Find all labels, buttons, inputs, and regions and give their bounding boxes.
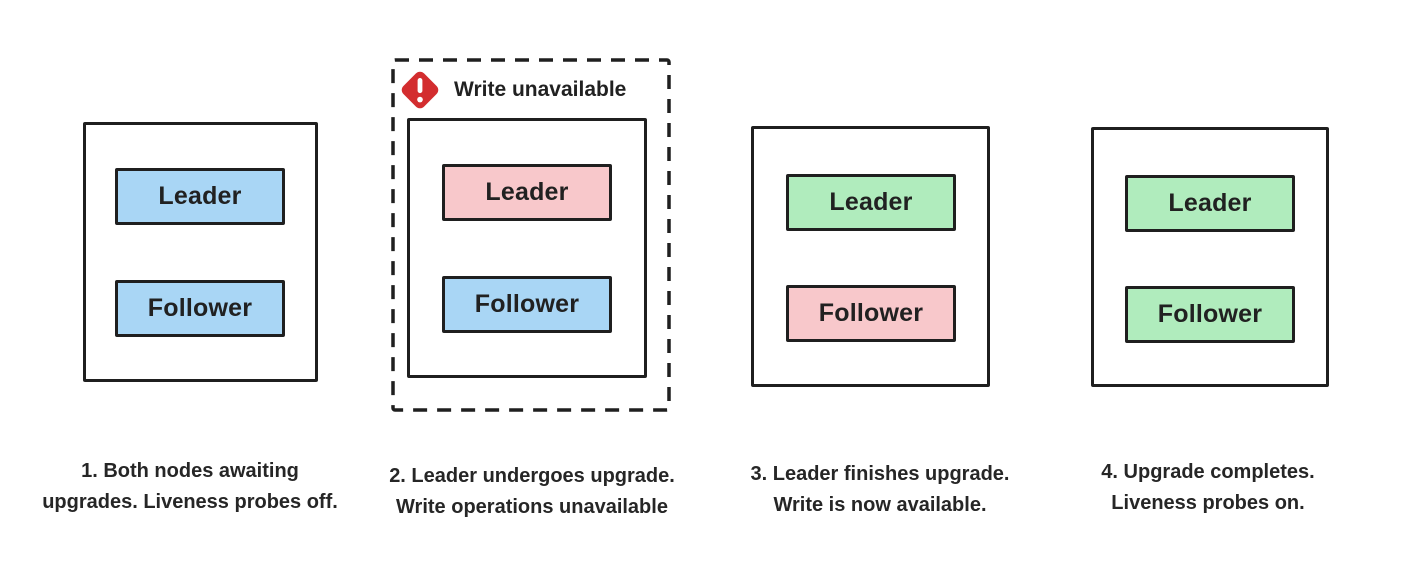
stage3-caption: 3. Leader finishes upgrade. Write is now… (730, 459, 1030, 521)
stage4-follower-node: Follower (1125, 286, 1295, 343)
stage1-caption-line1: 1. Both nodes awaiting (81, 460, 299, 482)
alert-label: Write unavailable (454, 78, 627, 101)
stage3-machine-box: Leader Follower (751, 126, 990, 387)
stage4-caption: 4. Upgrade completes. Liveness probes on… (1058, 457, 1358, 519)
warning-diamond-icon (401, 71, 439, 109)
stage3-follower-node: Follower (786, 285, 956, 342)
alert-row: Write unavailable (395, 65, 626, 115)
stage3-caption-line2: Write is now available. (773, 494, 987, 516)
stage1-leader-node: Leader (115, 168, 285, 225)
stage2-caption: 2. Leader undergoes upgrade. Write opera… (382, 461, 682, 523)
stage1-machine-box: Leader Follower (83, 122, 318, 382)
stage2-caption-line1: 2. Leader undergoes upgrade. (389, 465, 675, 487)
stage1-follower-node: Follower (115, 280, 285, 337)
stage2-write-unavailable-zone: Write unavailable Leader Follower (391, 58, 671, 412)
stage4-leader-node: Leader (1125, 175, 1295, 232)
stage3-leader-node: Leader (786, 174, 956, 231)
stage2-follower-node: Follower (442, 276, 612, 333)
stage4-caption-line2: Liveness probes on. (1111, 492, 1305, 514)
stage1-caption-line2: upgrades. Liveness probes off. (42, 491, 338, 513)
stage1-caption: 1. Both nodes awaiting upgrades. Livenes… (15, 456, 365, 518)
stage2-caption-line2: Write operations unavailable (396, 496, 668, 518)
stage2-machine-box: Leader Follower (407, 118, 647, 378)
stage4-machine-box: Leader Follower (1091, 127, 1329, 387)
stage3-caption-line1: 3. Leader finishes upgrade. (750, 463, 1010, 485)
stage2-leader-node: Leader (442, 164, 612, 221)
stage4-caption-line1: 4. Upgrade completes. (1101, 461, 1315, 483)
